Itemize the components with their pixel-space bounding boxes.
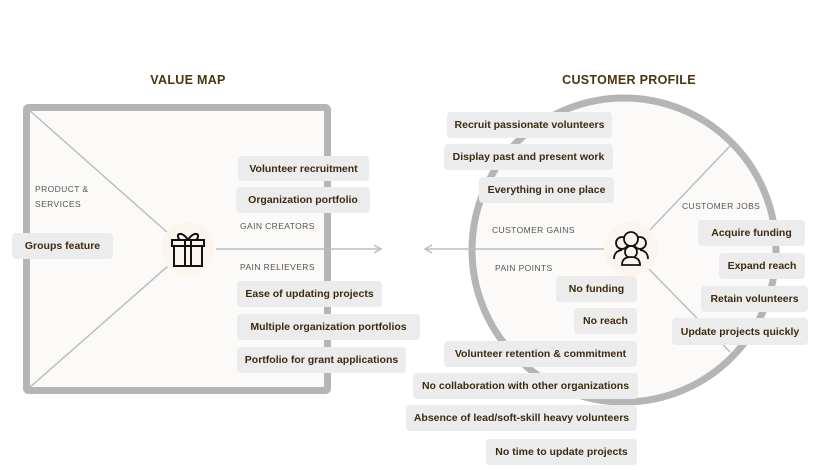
- label-line: SERVICES: [35, 199, 82, 209]
- products-services-label: PRODUCT & SERVICES: [35, 182, 89, 212]
- divider-line-bottom: [28, 265, 169, 389]
- customer-gains-label: CUSTOMER GAINS: [492, 225, 575, 235]
- gain-item: Everything in one place: [479, 177, 614, 203]
- pain-item: No reach: [574, 308, 637, 334]
- label-line: PRODUCT &: [35, 184, 89, 194]
- divider-line-top: [28, 109, 169, 234]
- pain-item: Volunteer retention & commitment: [444, 341, 637, 367]
- pain-item: No funding: [556, 276, 637, 302]
- pain-item: No time to update projects: [486, 439, 637, 465]
- job-item: Expand reach: [719, 253, 805, 279]
- pain-item: Absence of lead/soft-skill heavy volunte…: [406, 405, 637, 431]
- job-item: Update projects quickly: [672, 318, 808, 345]
- gift-icon: [171, 233, 205, 267]
- pain-reliever-item: Ease of updating projects: [237, 281, 382, 307]
- gain-creators-label: GAIN CREATORS: [240, 221, 315, 231]
- customer-jobs-label: CUSTOMER JOBS: [682, 201, 761, 211]
- gift-icon-bg: [161, 222, 215, 276]
- job-item: Retain volunteers: [701, 286, 808, 312]
- users-group-icon: [613, 231, 649, 266]
- product-item: Groups feature: [12, 233, 113, 259]
- gain-creator-item: Volunteer recruitment: [238, 156, 369, 181]
- pain-reliever-item: Multiple organization portfolios: [237, 314, 420, 340]
- value-map-title: VALUE MAP: [150, 73, 226, 87]
- pain-item: No collaboration with other organization…: [413, 373, 638, 399]
- customer-profile-title: CUSTOMER PROFILE: [562, 73, 696, 87]
- gain-item: Display past and present work: [444, 144, 613, 170]
- pain-points-label: PAIN POINTS: [495, 263, 553, 273]
- jobs-divider-top: [647, 145, 731, 233]
- gain-creator-item: Organization portfolio: [236, 187, 370, 213]
- gain-item: Recruit passionate volunteers: [447, 112, 612, 138]
- pain-relievers-label: PAIN RELIEVERS: [240, 262, 315, 272]
- job-item: Acquire funding: [698, 220, 805, 246]
- pain-reliever-item: Portfolio for grant applications: [237, 347, 406, 373]
